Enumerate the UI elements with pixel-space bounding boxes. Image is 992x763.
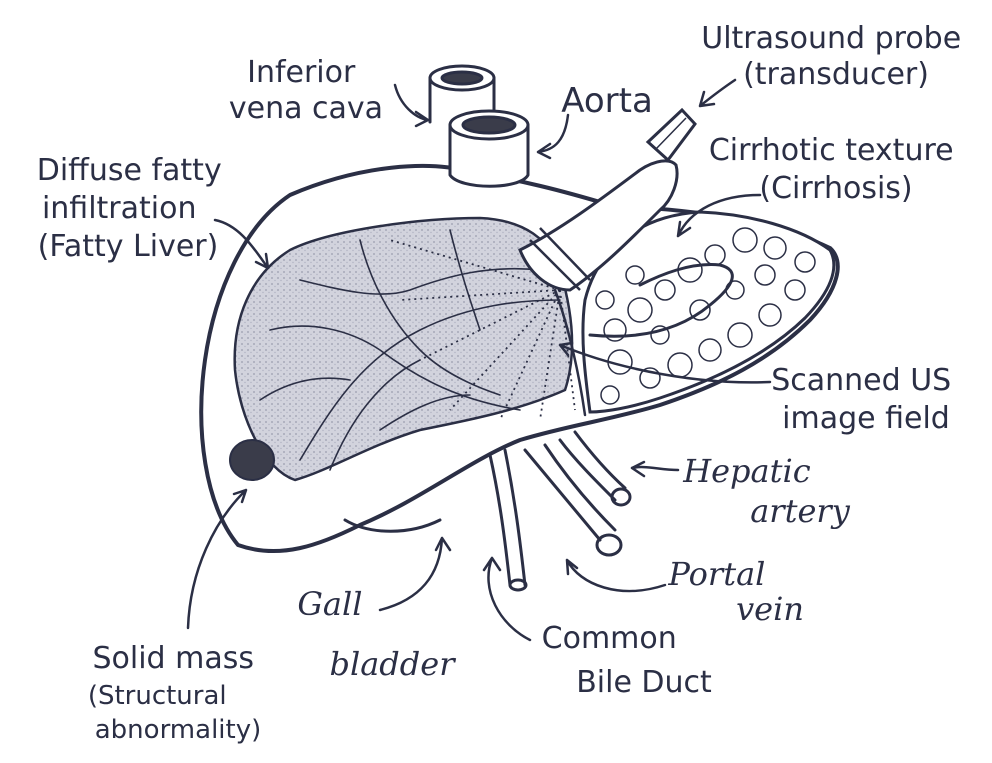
- aorta-tube: [448, 109, 530, 188]
- arrow-hepatic-artery: [630, 460, 680, 478]
- arrow-bile-duct: [482, 556, 532, 642]
- solid-mass: [229, 439, 275, 481]
- hepatic-artery-vessel: [558, 438, 617, 502]
- arrow-gall-bladder: [378, 536, 452, 612]
- arrow-ivc: [393, 83, 430, 128]
- label-aorta: Aorta: [561, 81, 653, 121]
- scan-field-rays: [389, 239, 576, 421]
- hepatic-ducts: [488, 430, 632, 592]
- label-cirrhotic-texture: Cirrhotic texture (Cirrhosis): [709, 133, 963, 206]
- scanned-field-boundary: [553, 288, 587, 417]
- label-fatty-infiltration: Diffuse fatty infiltration (Fatty Liver): [37, 153, 232, 264]
- fatty-infiltration-region: [233, 216, 574, 482]
- leader-lines: [186, 78, 772, 642]
- portal-vein-vessel: [523, 448, 602, 542]
- label-solid-mass: Solid mass (Structural abnormality): [88, 641, 264, 745]
- probe-cable: [588, 263, 734, 338]
- arrow-scanned: [558, 341, 772, 384]
- common-bile-duct-vessel: [488, 453, 512, 587]
- gall-bladder-shape: [343, 518, 442, 533]
- label-common-bile-duct: Common Bile Duct: [542, 621, 712, 700]
- ultrasound-probe: [518, 107, 697, 292]
- cirrhotic-region: [581, 210, 836, 414]
- label-inferior-vena-cava: Inferior vena cava: [229, 55, 383, 126]
- fatty-vessel-lines: [259, 229, 561, 471]
- arrow-aorta: [536, 113, 570, 160]
- arrow-cirrhotic: [676, 193, 762, 238]
- label-hepatic-artery: Hepatic artery: [682, 452, 850, 530]
- label-ultrasound-probe: Ultrasound probe (transducer): [701, 21, 970, 92]
- arrow-solid-mass: [186, 488, 248, 630]
- label-portal-vein: Portal vein: [667, 555, 804, 628]
- arrow-fatty: [213, 218, 270, 270]
- label-gall-bladder: Gall bladder: [297, 585, 456, 683]
- inferior-vena-cava-tube: [428, 64, 496, 124]
- arrow-portal-vein: [565, 558, 667, 593]
- arrow-ultrasound: [698, 78, 737, 108]
- label-scanned-field: Scanned US image field: [771, 363, 961, 436]
